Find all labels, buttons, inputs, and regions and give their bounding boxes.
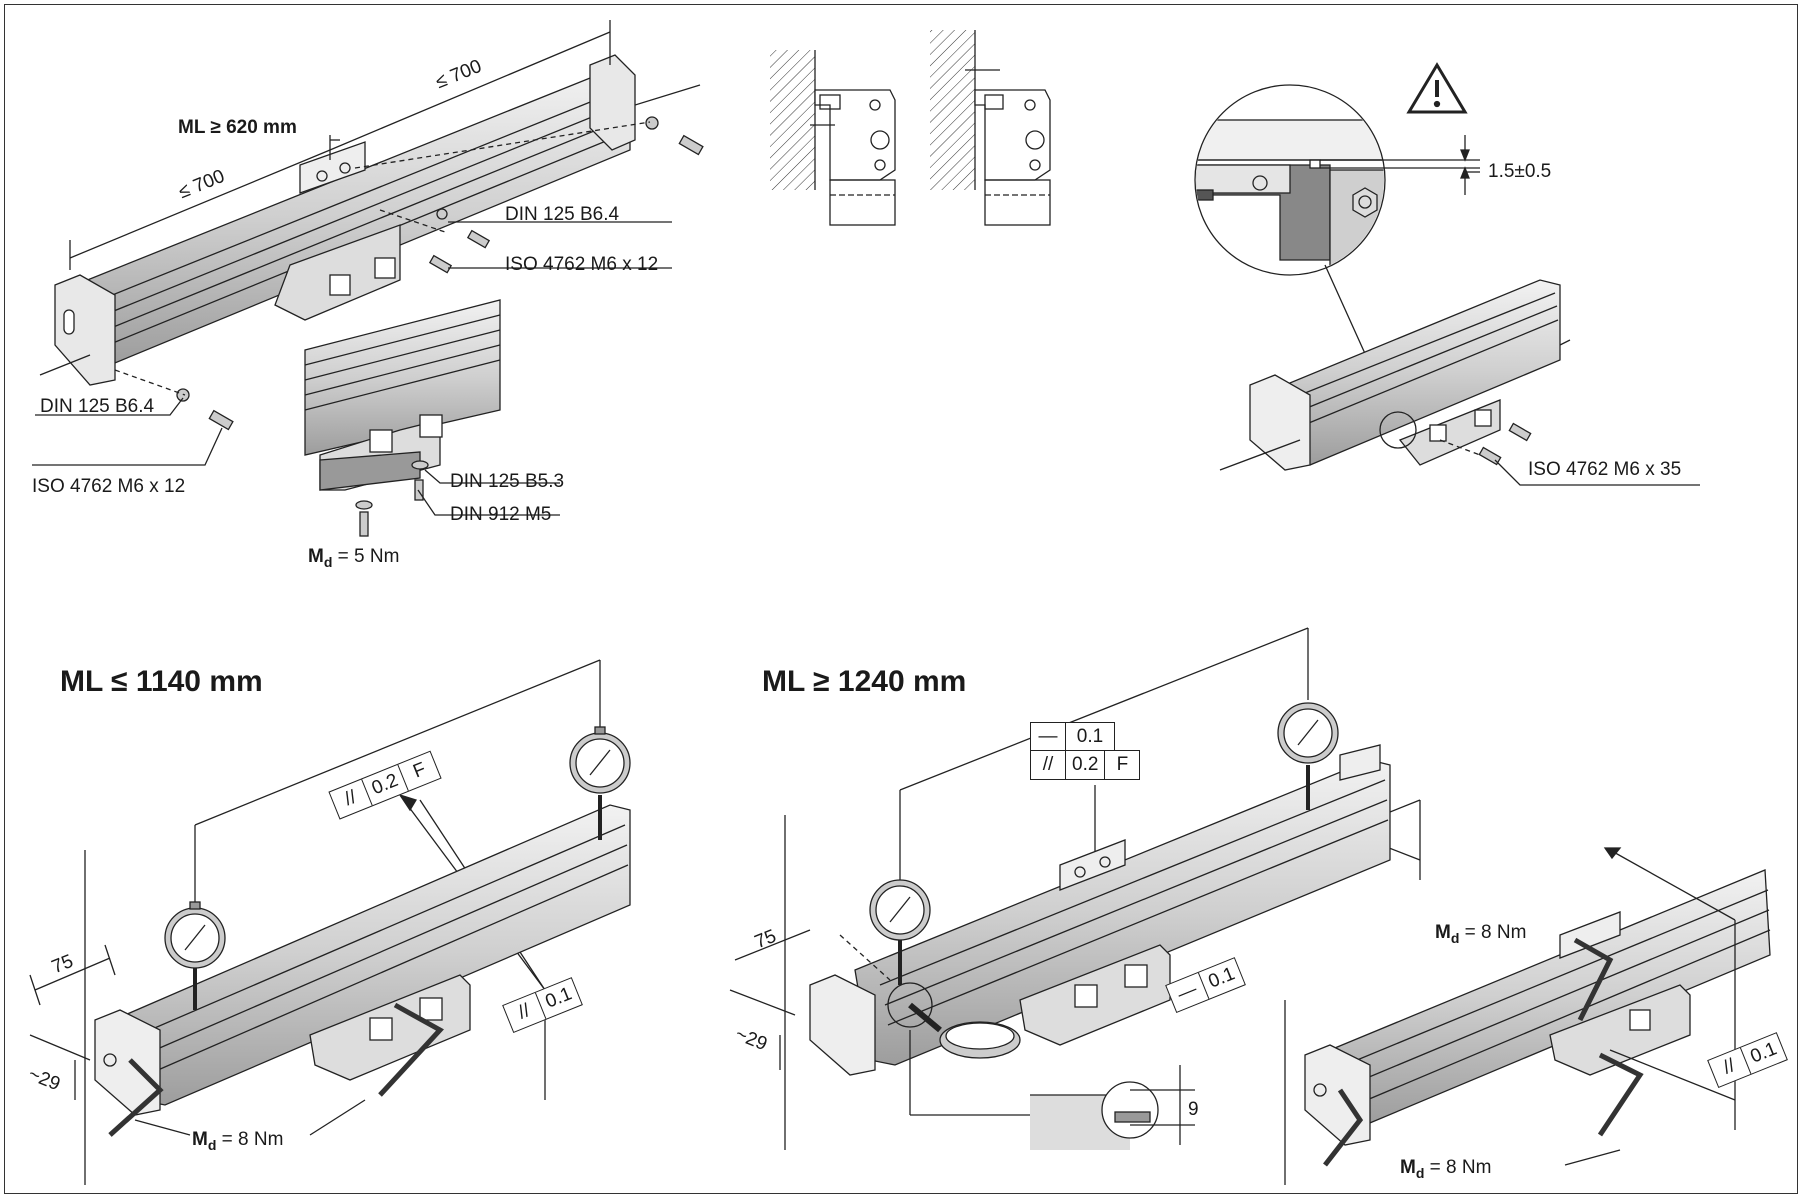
tol-datum: F <box>1116 754 1129 775</box>
dial-gauge-icon <box>164 901 226 1010</box>
torque-symbol: M <box>1435 922 1451 943</box>
dial-gauge-icon <box>1277 702 1339 810</box>
tol-value: 0.2 <box>1066 751 1106 779</box>
reading-head-detail <box>304 299 560 537</box>
torque-symbol: M <box>1400 1157 1416 1178</box>
heading-ml-max: ML ≤ 1140 mm <box>60 665 263 698</box>
bottom-right-assembly <box>729 627 1771 1185</box>
tol-value: 0.1 <box>1076 726 1104 747</box>
drawing-frame <box>4 4 1798 1194</box>
screw-icon <box>176 388 234 431</box>
torque-5nm-label: Md = 5 Nm <box>308 547 399 569</box>
washer-c-label: DIN 125 B5.3 <box>450 471 565 492</box>
gap-label: 1.5±0.5 <box>1488 161 1552 182</box>
torque-value: = 8 Nm <box>216 1129 284 1150</box>
ml-min-value: 620 mm <box>226 117 297 138</box>
torque-8nm-label-upper: Md = 8 Nm <box>1435 923 1526 945</box>
top-left-scale <box>32 20 704 466</box>
dim-9-label: 9 <box>1188 1099 1199 1120</box>
ml-min-label: ML ≥ 620 mm <box>178 118 297 137</box>
washer-a-label: DIN 125 B6.4 <box>505 204 620 225</box>
warning-triangle-icon <box>1406 62 1468 114</box>
screw-icon <box>645 116 704 156</box>
torque-value: = 8 Nm <box>1459 922 1527 943</box>
tolerance-straightness-0-1: — 0.1 <box>1030 722 1115 752</box>
torque-symbol: M <box>192 1129 208 1150</box>
torque-sub: d <box>207 1136 217 1153</box>
screw-b-label: ISO 4762 M6 x 12 <box>32 476 186 497</box>
tol-symbol: // <box>1031 751 1066 779</box>
torque-8nm-label: Md = 8 Nm <box>192 1130 283 1152</box>
dial-gauge-icon <box>569 726 631 840</box>
bottom-left-assembly <box>29 659 631 1185</box>
torque-sub: d <box>323 553 333 570</box>
torque-value: = 8 Nm <box>1424 1157 1492 1178</box>
torque-sub: d <box>1415 1164 1425 1181</box>
torque-value: = 5 Nm <box>332 546 400 567</box>
torque-sub: d <box>1450 929 1460 946</box>
heading-ml-min: ML ≥ 1240 mm <box>762 665 967 698</box>
tolerance-parallel-0-2-right: // 0.2 F <box>1030 750 1141 780</box>
tol-symbol: — <box>1031 723 1066 751</box>
horizontal-dial-gauge-icon <box>887 982 1021 1059</box>
screw-m6x35-label: ISO 4762 M6 x 35 <box>1528 459 1682 480</box>
torque-8nm-label-lower: Md = 8 Nm <box>1400 1158 1491 1180</box>
washer-b-label: DIN 125 B6.4 <box>40 396 155 417</box>
dial-gauge-icon <box>869 879 931 985</box>
screw-a-label: ISO 4762 M6 x 12 <box>505 254 659 275</box>
side-views <box>770 30 1051 226</box>
torque-symbol: M <box>308 546 324 567</box>
screw-c-label: DIN 912 M5 <box>450 504 552 525</box>
ml-min-prefix: ML ≥ <box>178 117 227 138</box>
gap-detail <box>1194 62 1700 486</box>
